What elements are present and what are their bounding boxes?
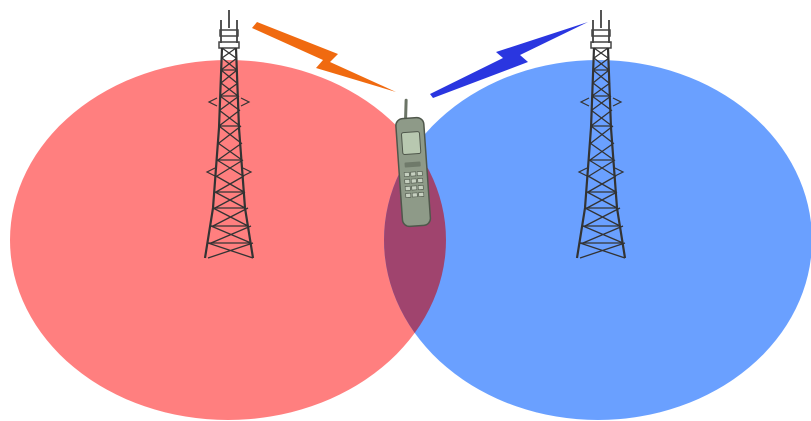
right-coverage-cell: [384, 60, 811, 420]
left-coverage-cell: [10, 60, 446, 420]
